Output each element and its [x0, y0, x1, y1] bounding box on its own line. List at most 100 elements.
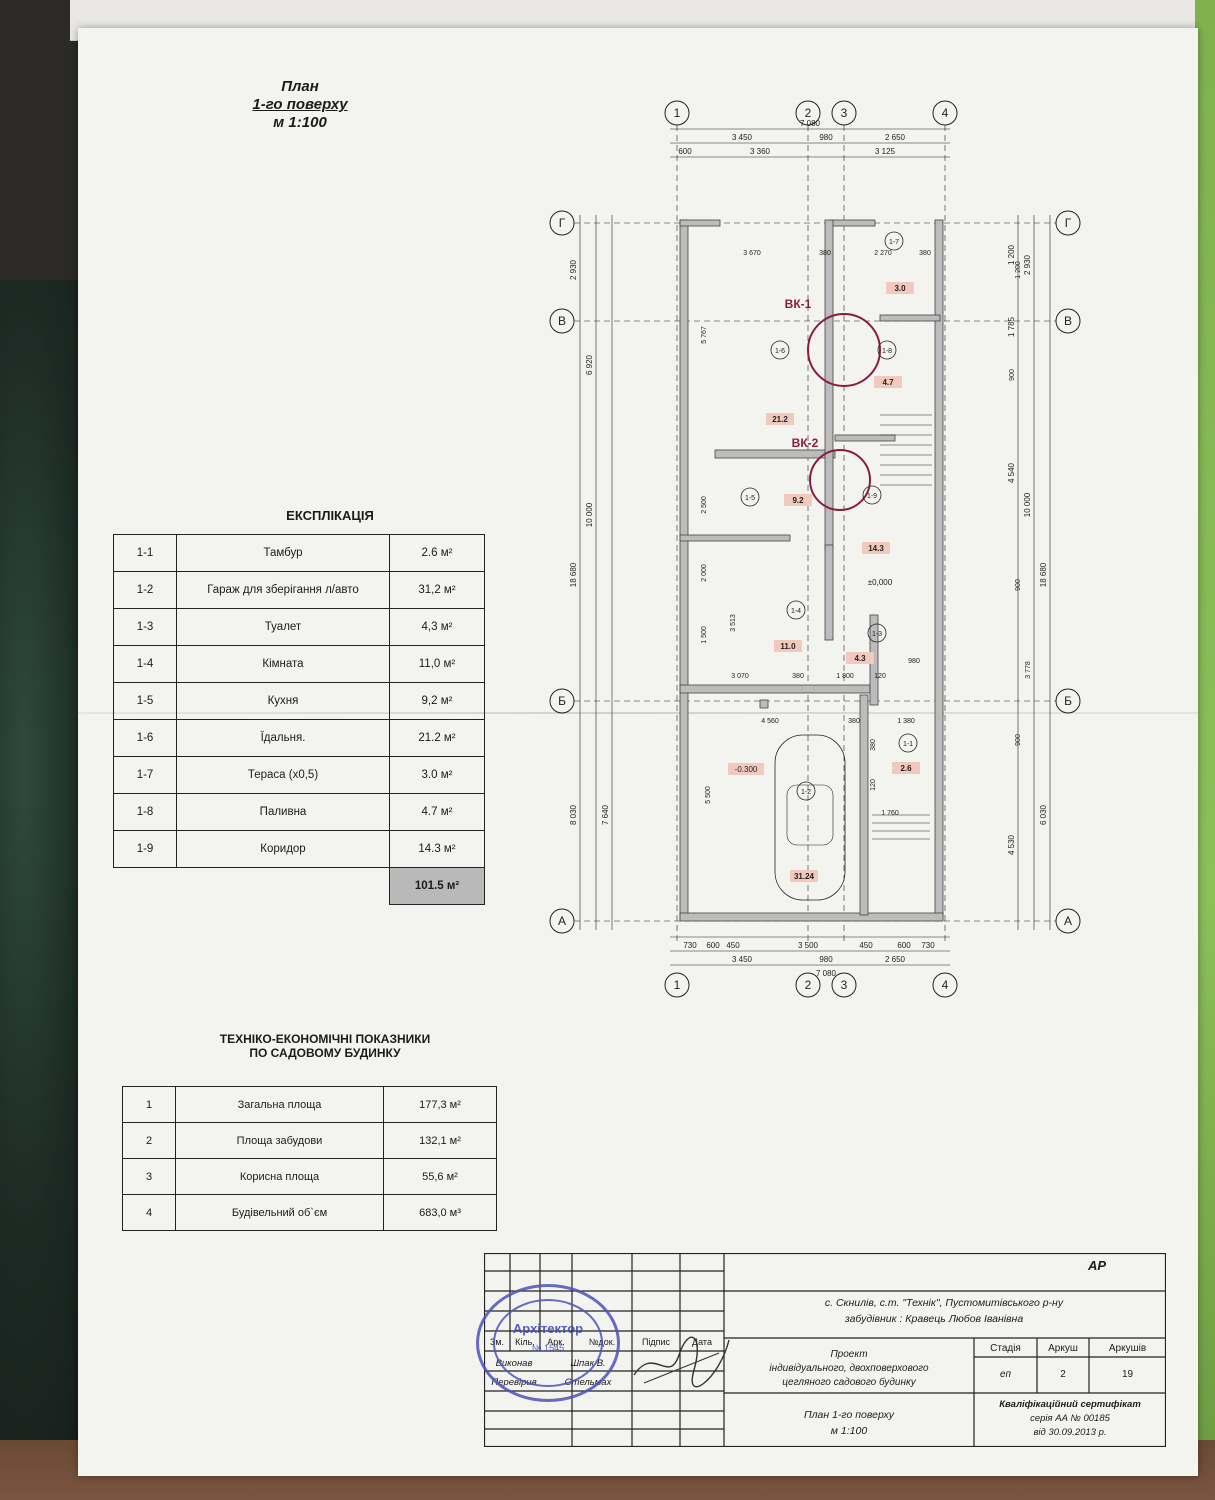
dim-left: 10 000	[585, 502, 594, 527]
level-mark: ±0,000	[868, 578, 893, 587]
dim-top: 7 080	[800, 119, 821, 128]
room-tag-circle	[884, 231, 904, 251]
tech-heading: ТЕХНІКО-ЕКОНОМІЧНІ ПОКАЗНИКИ ПО САДОВОМУ…	[170, 1032, 480, 1060]
explication-total: 101.5 м²	[389, 867, 485, 905]
tech-cell-value: 177,3 м²	[383, 1086, 497, 1123]
drawing-title: План 1-го поверху м 1:100	[225, 78, 375, 132]
explication-cell-num: 1-2	[113, 571, 177, 609]
seal-label: Архітектор	[512, 1321, 584, 1336]
dim-right: 10 000	[1023, 492, 1032, 517]
area-highlight	[766, 413, 794, 425]
dim-inner: 120	[870, 779, 877, 791]
room-area: 31.24	[794, 872, 815, 881]
explication-cell-num: 1-8	[113, 793, 177, 831]
room-tag-circle	[770, 340, 790, 360]
explication-cell-name: Тамбур	[176, 534, 390, 572]
stamp-cert-l1: Кваліфікаційний сертифікат	[999, 1399, 1141, 1410]
area-highlight	[886, 282, 914, 294]
dim-top: 600	[678, 147, 692, 156]
wall	[834, 434, 896, 442]
stamp-cert-l3: від 30.09.2013 р.	[1033, 1427, 1107, 1438]
room-area: 4.7	[882, 378, 894, 387]
dim-inner: 5 500	[705, 786, 712, 804]
dim-inner: 380	[792, 673, 804, 680]
tech-cell-name: Загальна площа	[175, 1086, 384, 1123]
axis-label-top: 4	[942, 106, 949, 120]
explication-cell-area: 2.6 м²	[389, 534, 485, 572]
dim-bottom: 450	[726, 941, 740, 950]
stamp-sheets: 19	[1121, 1369, 1134, 1380]
explication-cell-name: Коридор	[176, 830, 390, 868]
dim-top: 980	[819, 133, 833, 142]
room-tag-circle	[786, 600, 806, 620]
title-line2: 1-го поверху	[252, 96, 348, 113]
tech-cell-num: 4	[122, 1194, 176, 1231]
dim-top: 3 450	[732, 133, 753, 142]
stamp-hdr-stage: Стадія	[990, 1343, 1021, 1354]
explication-cell-area: 31,2 м²	[389, 571, 485, 609]
stamp-cert-l2: серія АА № 00185	[1030, 1413, 1110, 1424]
stamp-project-l2: індивідуального, двохповерхового	[769, 1363, 929, 1374]
room-area: 9.2	[792, 496, 804, 505]
dim-top: 2 650	[885, 133, 906, 142]
room-tag-circle	[867, 623, 887, 643]
dim-inner: 3 778	[1025, 661, 1032, 679]
axis-label-left: Г	[559, 216, 566, 230]
tech-cell-num: 1	[122, 1086, 176, 1123]
explication-total-row: 101.5 м²	[114, 867, 485, 905]
area-highlight	[862, 542, 890, 554]
room-tag: 1-1	[903, 741, 913, 748]
car-outline	[774, 734, 846, 901]
callout-vk2: ВК-2	[792, 436, 819, 450]
architect-seal: Архітектор № 1545	[476, 1284, 620, 1402]
dim-left: 7 640	[601, 804, 610, 825]
axis-label-bottom: 4	[942, 978, 949, 992]
axis-label-left: В	[558, 314, 566, 328]
room-tag: 1-6	[775, 348, 785, 355]
dim-bottom: 730	[683, 941, 697, 950]
area-highlight	[790, 870, 818, 882]
area-highlight	[784, 494, 812, 506]
dim-right: 6 030	[1039, 804, 1048, 825]
explication-cell-num: 1-6	[113, 719, 177, 757]
dim-inner: 1 800	[836, 673, 854, 680]
room-tag: 1-8	[882, 348, 892, 355]
explication-cell-area: 4.7 м²	[389, 793, 485, 831]
dim-inner: 3 513	[730, 614, 737, 632]
dim-right: 4 530	[1007, 834, 1016, 855]
dim-inner: 900	[1009, 369, 1016, 381]
dim-right: 1 785	[1007, 316, 1016, 337]
explication-cell-area: 9,2 м²	[389, 682, 485, 720]
dim-bottom: 2 650	[885, 955, 906, 964]
explication-cell-num: 1-5	[113, 682, 177, 720]
room-tag: 1-4	[791, 608, 801, 615]
stamp-sheet-scale: м 1:100	[830, 1425, 868, 1437]
room-area: 3.0	[894, 284, 906, 293]
area-highlight	[892, 762, 920, 774]
stamp-client: забудівник : Кравець Любов Іванівна	[844, 1313, 1024, 1325]
explication-cell-num: 1-4	[113, 645, 177, 683]
room-area: 21.2	[772, 415, 788, 424]
room-area: 2.6	[900, 764, 912, 773]
room-area: 4.3	[854, 654, 866, 663]
callout-circle-vk2	[809, 449, 871, 511]
dim-bottom: 3 450	[732, 955, 753, 964]
dim-inner: 380	[819, 250, 831, 257]
axis-label-top: 2	[805, 106, 812, 120]
signature	[633, 1336, 730, 1388]
room-area: 11.0	[780, 642, 796, 651]
room-tag: 1-9	[867, 493, 877, 500]
dim-right: 4 540	[1007, 462, 1016, 483]
dim-inner: 1 200	[1015, 261, 1022, 279]
dim-bottom: 3 500	[798, 941, 819, 950]
wall	[679, 534, 791, 542]
dim-right: 1 200	[1007, 244, 1016, 265]
